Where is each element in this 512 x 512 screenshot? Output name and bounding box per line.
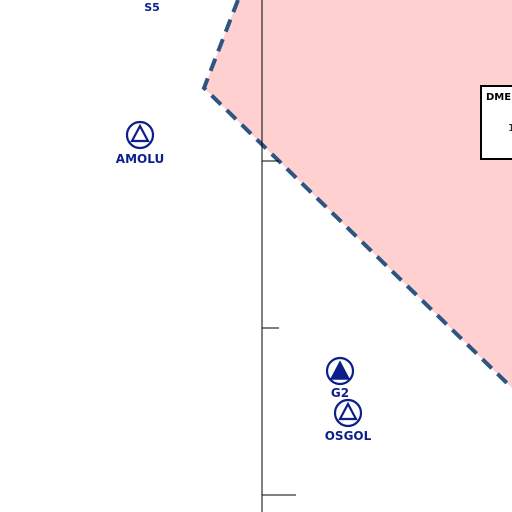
dme-box-label: DME xyxy=(486,92,511,103)
dme-box-digit-fragment: 1 xyxy=(508,123,512,134)
airspace-boundary-dashed-line xyxy=(201,0,512,390)
waypoint-label-amolu: AMOLU xyxy=(116,152,164,166)
waypoint-osgol[interactable]: OSGOL xyxy=(325,398,372,443)
waypoint-amolu[interactable]: AMOLU xyxy=(116,120,164,166)
restricted-airspace-area[interactable] xyxy=(204,0,512,512)
waypoint-label-g2: G2 xyxy=(331,386,349,400)
compulsory-reporting-point-outline-icon xyxy=(333,398,363,428)
waypoint-label-osgol: OSGOL xyxy=(325,429,372,443)
dme-box[interactable] xyxy=(480,85,512,160)
waypoint-g2[interactable]: G2 xyxy=(325,356,355,400)
sector-label: S5 xyxy=(144,1,160,14)
compulsory-reporting-point-outline-icon xyxy=(125,120,155,150)
compulsory-reporting-point-filled-icon xyxy=(325,356,355,386)
